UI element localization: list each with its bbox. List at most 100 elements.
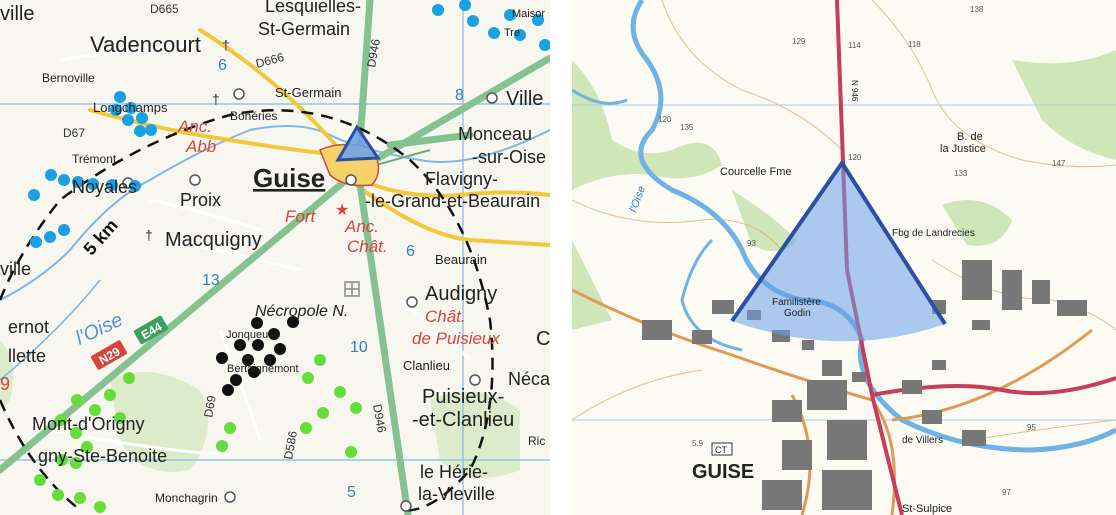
spot-height-138: 138 [970, 5, 984, 14]
spot-height-93: 93 [747, 239, 756, 248]
place-ernot: ernot [8, 317, 49, 337]
place-st-germain: St-Germain [275, 85, 341, 100]
river-branch [0, 279, 101, 381]
spot-height-120a: 120 [658, 115, 672, 124]
spot-height-135: 135 [680, 123, 694, 132]
place-le-herie: le Hérie- [420, 462, 488, 482]
ct-box [711, 442, 733, 456]
topo-woods [572, 50, 1116, 330]
spot-height-118: 118 [908, 40, 921, 49]
church-cross-icon-2: † [222, 37, 230, 53]
map-numbers: 6 8 13 10 6 5 [202, 57, 464, 501]
feature-anc-abb-1: Anc. [177, 117, 212, 136]
topo-place-bois-1: B. de [957, 131, 983, 143]
place-mont-d-origny: Mont-d'Origny [32, 414, 144, 434]
place-bertaignemont: Bertaignemont [227, 363, 299, 375]
place-ric: Ric [528, 434, 545, 448]
road-label-d586: D586 [281, 430, 300, 461]
place-longchamps: Longchamps [93, 100, 168, 115]
road-map-svg: N29 E44 D665 D666 D946 D67 D69 D586 D946… [0, 0, 550, 515]
place-et-clanlieu: -et-Clanlieu [412, 409, 514, 431]
river-oise [0, 125, 550, 301]
road-label-d69: D69 [201, 394, 219, 418]
view-cone-small [335, 124, 381, 162]
place-ville-top: Ville [506, 88, 543, 110]
place-neca: Néca [508, 369, 550, 389]
place-proix: Proix [180, 190, 221, 210]
place-lesquielles: Lesquielles- [265, 0, 361, 16]
topo-place-bois-2: la Justice [940, 143, 986, 155]
place-noyales: Noyales [72, 177, 137, 197]
map-letter-c: C [536, 328, 550, 350]
number-6b: 6 [406, 243, 415, 260]
place-le-grand-et-beaurain: -le-Grand-et-Beaurain [365, 191, 540, 211]
feature-anc-chat-2: Chât. [347, 237, 388, 256]
topo-place-villers: de Villers [902, 435, 943, 446]
e44-shield [133, 315, 169, 345]
spot-height-95: 95 [1027, 423, 1036, 432]
number-13: 13 [202, 272, 220, 289]
number-6: 6 [218, 57, 227, 74]
place-ste-benoite: gny-Ste-Benoite [38, 446, 167, 466]
place-bernoville: Bernoville [42, 71, 95, 85]
radius-circle-lower [0, 399, 81, 511]
topographic-map-svg: Courcelle Fme B. de la Justice Fbg de La… [572, 0, 1116, 515]
place-boheries: Bohéries [230, 109, 277, 123]
black-dot-cluster [216, 316, 299, 396]
place-beaurain: Beaurain [435, 252, 487, 267]
spot-height-133: 133 [954, 169, 968, 178]
wooded-areas [0, 340, 520, 478]
place-ville-top-left: ville [0, 3, 34, 25]
place-sur-oise: -sur-Oise [472, 147, 546, 167]
place-puisieux: Puisieux- [422, 386, 504, 408]
topo-labels: Courcelle Fme B. de la Justice Fbg de La… [692, 131, 986, 515]
place-audigny: Audigny [425, 283, 497, 305]
road-label-d67: D67 [63, 126, 85, 140]
topo-place-landrecies: Fbg de Landrecies [892, 228, 975, 239]
place-llette: llette [8, 346, 46, 366]
green-dot-cluster [34, 354, 362, 513]
n29-shield [91, 340, 127, 370]
topo-ct-label: CT [715, 445, 727, 455]
place-flavigny: Flavigny- [425, 169, 498, 189]
place-tre: Tre [504, 27, 520, 39]
place-monchagrin: Monchagrin [155, 491, 218, 505]
place-ville-left: ville [0, 259, 31, 279]
spot-height-97: 97 [1002, 488, 1011, 497]
road-labels: D665 D666 D946 D67 D69 D586 D946 [63, 2, 389, 461]
place-clanlieu: Clanlieu [403, 358, 450, 373]
grid-lines [0, 0, 550, 515]
place-jonqueuse: Jonqueuse [226, 329, 280, 341]
topo-familistere-1: Familistère [772, 297, 821, 308]
topo-place-st-sulpice: St-Sulpice [902, 503, 952, 515]
view-cone-fill [732, 163, 945, 342]
feature-chat-puisieux-2: de Puisieux [412, 329, 500, 348]
fort-star-icon: ★ [335, 202, 349, 219]
feature-chat-puisieux-1: Chât. [425, 307, 466, 326]
road-label-d946-south: D946 [370, 403, 389, 434]
radius-circle [0, 109, 494, 512]
feature-anc-chat-1: Anc. [344, 217, 379, 236]
urban-blocks [642, 260, 1087, 510]
road-map-panel[interactable]: N29 E44 D665 D666 D946 D67 D69 D586 D946… [0, 0, 550, 515]
main-roads [0, 0, 550, 515]
number-10: 10 [350, 339, 368, 356]
map-number-9: 9 [0, 374, 10, 394]
church-cross-icon: † [212, 91, 220, 107]
topographic-map-panel[interactable]: Courcelle Fme B. de la Justice Fbg de La… [572, 0, 1116, 515]
place-macquigny: Macquigny [165, 229, 262, 251]
topo-road-n946: N 946 [850, 80, 859, 102]
place-la-vieville: la-Vieville [418, 484, 495, 504]
topo-familistere-2: Godin [784, 308, 811, 319]
spot-height-147: 147 [1052, 159, 1066, 168]
spot-height-59: 5.9 [692, 439, 704, 448]
blue-dot-cluster [28, 0, 550, 248]
spot-height-129: 129 [792, 37, 806, 46]
town-markers [122, 88, 498, 512]
topo-place-guise: GUISE [692, 461, 754, 483]
spot-height-120b: 120 [848, 153, 862, 162]
feature-necropole: Nécropole N. [255, 303, 348, 320]
number-5: 5 [347, 484, 356, 501]
spot-height-114: 114 [848, 41, 861, 50]
road-label-d665: D665 [150, 2, 179, 16]
